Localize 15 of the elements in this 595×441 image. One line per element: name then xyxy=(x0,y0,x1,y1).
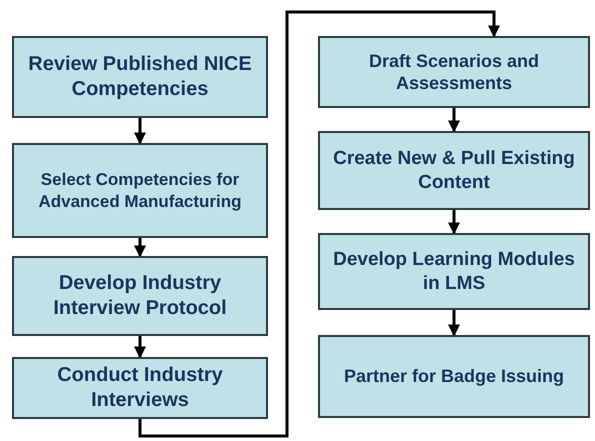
process-box: Conduct Industry Interviews xyxy=(12,357,268,419)
arrow xyxy=(134,238,146,258)
process-box: Select Competencies for Advanced Manufacturing xyxy=(12,143,268,238)
process-box: Develop Learning Modules in LMS xyxy=(318,233,590,310)
arrow xyxy=(448,310,460,336)
arrow xyxy=(134,336,146,358)
process-box: Partner for Badge Issuing xyxy=(318,335,590,418)
process-box: Create New & Pull Existing Content xyxy=(318,131,590,210)
process-box: Review Published NICE Competencies xyxy=(12,36,268,118)
arrow xyxy=(134,118,146,144)
process-box: Draft Scenarios and Assessments xyxy=(318,36,590,108)
arrow xyxy=(138,10,500,438)
process-box: Develop Industry Interview Protocol xyxy=(12,256,268,336)
arrow xyxy=(448,108,460,132)
arrow xyxy=(448,210,460,234)
